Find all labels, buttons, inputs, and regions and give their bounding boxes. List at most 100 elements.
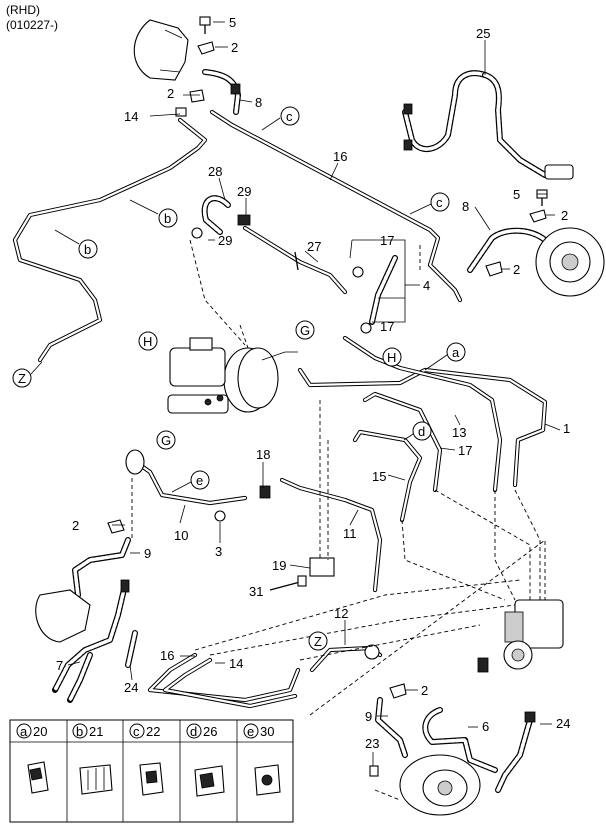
brake-tube-17-right [362,391,443,493]
part-label-24-right: 24 [556,716,570,731]
dashed-guide-lines [131,239,546,801]
part-label-9-left: 9 [144,546,151,561]
part-label-2-top: 2 [231,40,238,55]
legend-cell-c: c 22 [129,723,164,796]
master-cylinder [167,337,229,414]
hose-9-right [375,697,408,758]
brake-tube-10 [137,462,248,506]
part-label-4: 4 [423,278,430,293]
part-label-3: 3 [215,544,222,559]
mount-bracket-left-top [125,449,145,475]
callout-c-right: c [430,192,450,212]
part-label-27: 27 [307,239,321,254]
part-label-14-bottom: 14 [229,656,243,671]
clip-17-pair [352,266,372,334]
svg-text:b: b [76,724,83,739]
part-label-18: 18 [256,447,270,462]
hose-12 [309,644,383,673]
part-label-2-left: 2 [72,518,79,533]
part-label-7: 7 [56,658,63,673]
hose-8-right [467,227,548,273]
svg-text:G: G [300,323,310,338]
vacuum-tube-27 [242,225,348,295]
part-label-2-mid: 2 [167,86,174,101]
part-label-2-right-rear: 2 [421,683,428,698]
legend-cell-b: b 21 [72,723,113,795]
clamp-29-upper [237,214,251,226]
part-label-16-bottom: 16 [160,648,174,663]
leader-lines [67,21,561,766]
brake-tube-1 [297,367,548,488]
brake-tube-11 [279,477,383,593]
brake-booster [223,347,298,413]
callout-g-top: G [295,320,315,340]
callout-g-bottom: G [156,430,176,450]
part-label-2-right-top: 2 [561,208,568,223]
callout-z-bottom: Z [308,631,328,651]
svg-text:b: b [84,242,91,257]
svg-text:22: 22 [146,724,160,739]
callout-h-right: H [382,347,402,367]
callout-e: e [190,470,210,490]
svg-text:G: G [161,433,171,448]
clip-2-right-top [529,209,547,223]
bolt-5-top [199,16,211,34]
clamp-29-lower [191,227,203,239]
svg-text:c: c [436,195,443,210]
clip-2-left [107,519,125,534]
part-label-19: 19 [272,558,286,573]
part-label-17-right: 17 [458,443,472,458]
fitting-14-top [175,107,187,117]
part-label-6: 6 [482,719,489,734]
legend-cell-e: e 30 [243,723,281,796]
clip-2-mid [189,89,205,103]
brake-tube-16-upper [209,109,463,303]
hose-25 [402,70,574,180]
svg-text:c: c [133,724,140,739]
part-label-25: 25 [476,26,490,41]
callout-a: a [446,342,466,362]
part-label-5-right: 5 [513,187,520,202]
bracket-4 [369,255,398,325]
legend-cell-a: a 20 [16,723,49,794]
bolt-5-right [536,189,548,206]
legend-cell-d: d 26 [186,723,225,797]
svg-text:a: a [452,345,460,360]
svg-text:26: 26 [203,724,217,739]
front-brake-shield-right [535,227,605,297]
svg-text:b: b [164,211,171,226]
callout-b-left: b [78,239,98,259]
sensor-24-left [125,630,138,668]
region-label: (RHD) [6,3,40,17]
rear-brake-shield-left [35,589,91,643]
clip-2-right-rear [389,683,407,699]
part-label-8-right: 8 [462,199,469,214]
svg-text:e: e [196,473,203,488]
svg-text:a: a [20,724,28,739]
part-label-15: 15 [372,469,386,484]
svg-text:H: H [143,334,152,349]
svg-text:20: 20 [33,724,47,739]
part-label-17-lower: 17 [380,319,394,334]
wheel-sensor-6 [422,707,498,773]
svg-text:d: d [418,424,425,439]
bolt-23 [369,765,379,777]
hose-28 [201,195,231,235]
svg-text:30: 30 [260,724,274,739]
part-label-14-top: 14 [124,109,138,124]
connector-18 [259,485,271,499]
part-label-10: 10 [174,528,188,543]
part-label-29-upper: 29 [237,184,251,199]
part-label-9-right: 9 [365,709,372,724]
brake-tube-15 [352,429,423,523]
date-code-label: (010227-) [6,18,59,32]
callout-d: d [412,421,432,441]
svg-text:e: e [247,724,254,739]
svg-text:Z: Z [314,634,322,649]
callout-c-top: c [280,106,300,126]
hose-9-left [72,537,131,598]
part-label-13: 13 [452,425,466,440]
svg-text:c: c [286,109,293,124]
part-label-16-top: 16 [333,149,347,164]
